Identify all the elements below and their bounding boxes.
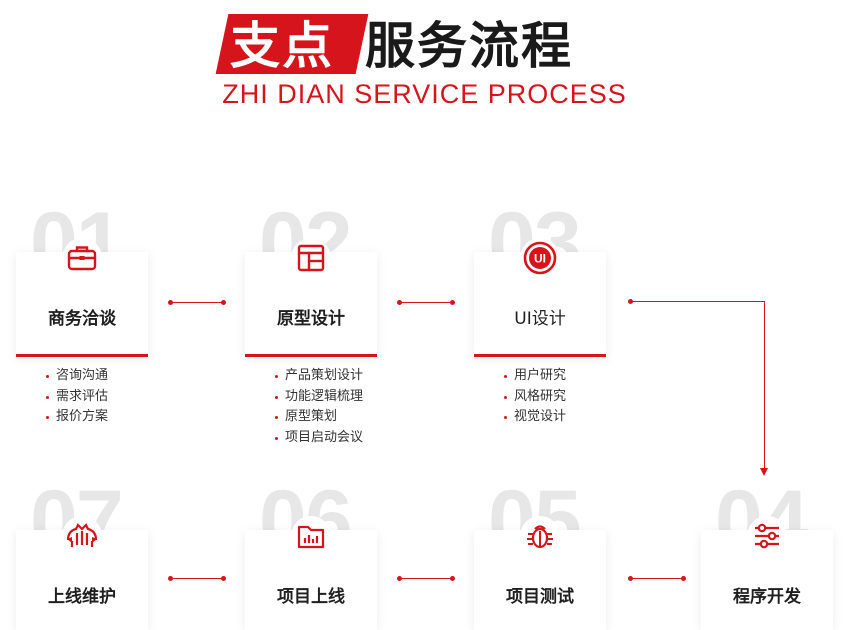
list-item: 原型策划 (275, 407, 363, 428)
step-title: UI设计 (514, 309, 566, 329)
list-item: 风格研究 (504, 387, 566, 408)
connector-dot (397, 576, 402, 581)
svg-text:UI: UI (534, 252, 546, 266)
ui-badge-icon: UI (520, 238, 560, 278)
connector-dot (168, 576, 173, 581)
list-item: 功能逻辑梳理 (275, 387, 363, 408)
briefcase-icon (62, 238, 102, 278)
connector-dot (397, 300, 402, 305)
step-title: 商务洽谈 (48, 309, 116, 329)
connector-5-6 (399, 578, 452, 579)
layout-icon (291, 238, 331, 278)
connector-6-7 (170, 578, 223, 579)
step-title: 原型设计 (277, 309, 345, 329)
connector-dot (628, 299, 633, 304)
step-card: 程序开发 (701, 516, 833, 630)
connector-dot (221, 576, 226, 581)
page-header: 支点 服务流程 (0, 10, 845, 80)
connector-3-4-vertical (764, 301, 765, 469)
maintenance-icon (62, 516, 102, 556)
arrow-down-icon (760, 468, 768, 476)
step-bullets: 产品策划设计 功能逻辑梳理 原型策划 项目启动会议 (275, 366, 363, 448)
step-card: 项目上线 (245, 516, 377, 630)
list-item: 咨询沟通 (46, 366, 108, 387)
sliders-icon (747, 516, 787, 556)
connector-dot (450, 300, 455, 305)
list-item: 需求评估 (46, 387, 108, 408)
list-item: 用户研究 (504, 366, 566, 387)
step-card: 项目测试 (474, 516, 606, 630)
list-item: 视觉设计 (504, 407, 566, 428)
step-card: 上线维护 (16, 516, 148, 630)
title-black-text: 服务流程 (365, 17, 573, 75)
page-subtitle: ZHI DIAN SERVICE PROCESS (222, 79, 627, 109)
connector-dot (168, 300, 173, 305)
connector-dot (628, 576, 633, 581)
step-card: UI UI设计 (474, 238, 606, 357)
connector-dot (221, 300, 226, 305)
connector-dot (681, 576, 686, 581)
connector-dot (450, 576, 455, 581)
step-title: 项目上线 (277, 587, 345, 607)
connector-1-2 (170, 302, 223, 303)
connector-4-5 (630, 578, 683, 579)
list-item: 项目启动会议 (275, 428, 363, 449)
list-item: 产品策划设计 (275, 366, 363, 387)
step-bullets: 用户研究 风格研究 视觉设计 (504, 366, 566, 428)
connector-2-3 (399, 302, 452, 303)
title-red-text: 支点 (230, 17, 334, 75)
connector-3-4-horizontal (630, 301, 764, 302)
folder-icon (291, 516, 331, 556)
step-title: 项目测试 (506, 587, 574, 607)
step-title: 上线维护 (48, 587, 116, 607)
list-item: 报价方案 (46, 407, 108, 428)
step-title: 程序开发 (733, 587, 801, 607)
step-bullets: 咨询沟通 需求评估 报价方案 (46, 366, 108, 428)
step-card: 原型设计 (245, 238, 377, 357)
step-card: 商务洽谈 (16, 238, 148, 357)
bug-icon (520, 516, 560, 556)
